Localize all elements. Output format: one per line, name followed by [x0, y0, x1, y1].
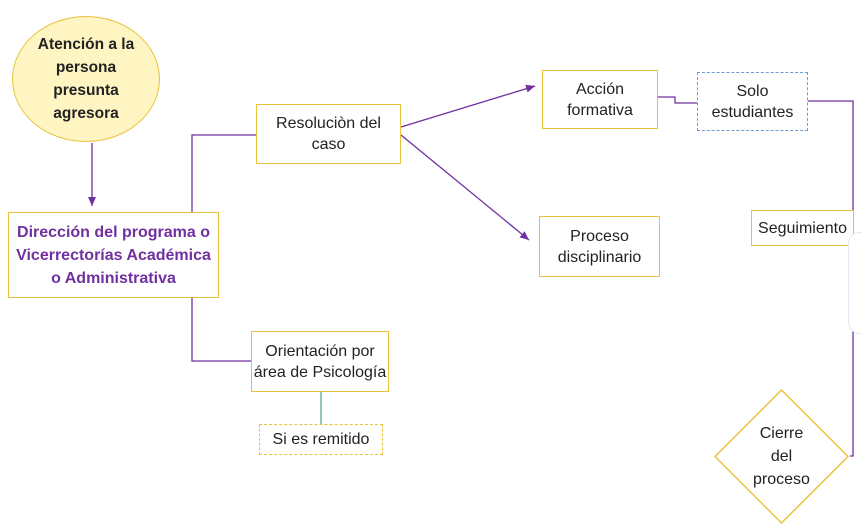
connector-direccion-orientacion	[191, 298, 251, 362]
node-accion: Acción formativa	[542, 70, 658, 129]
node-cierre: Cierre del proceso	[713, 388, 850, 525]
diamond-shape	[713, 388, 850, 525]
node-direccion: Dirección del programa o Vicerrectorías …	[8, 212, 219, 298]
node-remitido: Si es remitido	[259, 424, 383, 455]
node-estudiantes-label: Solo estudiantes	[711, 82, 794, 121]
background-decoration	[848, 232, 862, 334]
node-direccion-label: Dirección del programa o Vicerrectorías …	[16, 223, 211, 287]
connector-accion-estudiantes	[658, 96, 697, 104]
node-resolucion-label: Resoluciòn del caso	[276, 115, 381, 153]
node-cierre-text-wrap: Cierre del proceso	[713, 388, 850, 525]
node-remitido-label: Si es remitido	[272, 431, 370, 448]
node-orientacion-label: Orientación por área de Psicología	[253, 342, 387, 381]
node-cierre-label: Cierre del proceso	[753, 425, 810, 488]
node-orientacion: Orientación por área de Psicología	[251, 331, 389, 392]
node-proceso: Proceso disciplinario	[539, 216, 660, 277]
connector-resolucion-proceso	[400, 134, 530, 241]
node-proceso-label: Proceso disciplinario	[557, 227, 642, 266]
connector-resolucion-accion	[400, 84, 536, 128]
node-atencion: Atención a la persona presunta agresora	[12, 16, 160, 142]
node-estudiantes: Solo estudiantes	[697, 72, 808, 131]
node-seguimiento-label: Seguimiento	[758, 219, 847, 237]
node-atencion-label: Atención a la persona presunta agresora	[37, 36, 135, 122]
node-resolucion: Resoluciòn del caso	[256, 104, 401, 164]
connector-direccion-resolucion	[191, 134, 256, 212]
node-accion-label: Acción formativa	[567, 80, 633, 119]
node-seguimiento: Seguimiento	[751, 210, 854, 246]
